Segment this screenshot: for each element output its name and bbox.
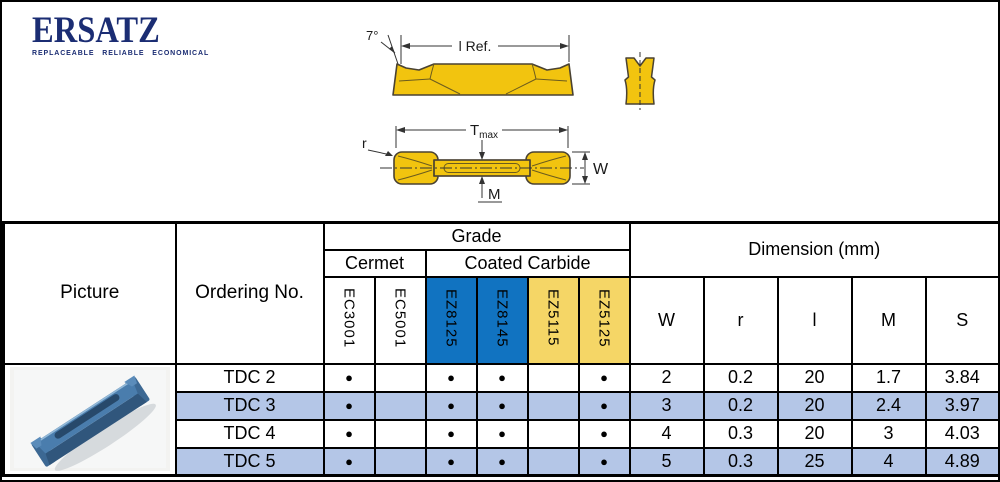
dim-value-s: 4.89 (924, 446, 998, 477)
dim-value-r: 0.2 (702, 362, 779, 393)
drawing-area: ERSATZ REPLACEABLE RELIABLE ECONOMICAL (2, 2, 998, 221)
grade-dot-cell: ● (424, 362, 478, 393)
dim-col-s: S (924, 275, 998, 365)
grade-dot-cell: ● (424, 390, 478, 421)
insert-end-view-diagram (624, 52, 656, 110)
grade-dot-cell (526, 362, 580, 393)
length-label: l Ref. (459, 38, 492, 54)
grade-dot-cell (373, 362, 427, 393)
dim-value-w: 4 (628, 418, 705, 449)
tmax-dimension (395, 126, 569, 148)
dim-col-m: M (850, 275, 927, 365)
ordering-no: TDC 2 (174, 362, 325, 393)
grade-dot-cell: ● (424, 418, 478, 449)
grade-dot-cell: ● (322, 418, 376, 449)
dim-value-w: 2 (628, 362, 705, 393)
tmax-sub-label: max (479, 130, 498, 141)
grade-dot-cell: ● (577, 418, 631, 449)
dim-value-r: 0.3 (702, 446, 779, 477)
dim-value-m: 4 (850, 446, 927, 477)
tmax-label: T (470, 122, 479, 139)
coated-carbide-header: Coated Carbide (424, 248, 631, 278)
grade-dot-cell (526, 446, 580, 477)
dim-col-l: l (776, 275, 853, 365)
dim-value-l: 20 (776, 390, 853, 421)
table-row-tdc3: TDC 3 ● ● ● ● 3 0.2 20 2.4 3.97 (4, 390, 998, 421)
angle-label: 7° (366, 28, 378, 43)
ordering-no: TDC 4 (174, 418, 325, 449)
dim-value-l: 25 (776, 446, 853, 477)
dim-value-s: 3.84 (924, 362, 998, 393)
dimension-header: Dimension (mm) (628, 221, 998, 278)
middle-label: M (488, 186, 501, 203)
ordering-no: TDC 3 (174, 390, 325, 421)
grade-dot-cell: ● (322, 390, 376, 421)
table-row-tdc2: TDC 2 ● ● ● ● 2 0.2 20 1.7 3.84 (2, 362, 998, 477)
grade-dot-cell (526, 390, 580, 421)
insert-top-view-diagram: Tmax r M W (362, 122, 609, 203)
grade-code-ez8145: EZ8145 (475, 275, 529, 365)
length-dimension (403, 35, 570, 62)
width-label: W (593, 161, 609, 178)
grade-dot-cell: ● (475, 446, 529, 477)
grade-dot-cell: ● (424, 446, 478, 477)
table-row-tdc4: TDC 4 ● ● ● ● 4 0.3 20 3 4.03 (4, 418, 998, 449)
picture-header: Picture (2, 221, 177, 365)
product-photo-cell (2, 362, 177, 477)
grade-code-ec3001: EC3001 (322, 275, 376, 365)
ordering-header: Ordering No. (174, 221, 325, 365)
spec-table: Picture Ordering No. Grade Dimension (mm… (2, 221, 998, 477)
grade-dot-cell (373, 418, 427, 449)
dim-value-r: 0.3 (702, 418, 779, 449)
table-row-tdc5: TDC 5 ● ● ● ● 5 0.3 25 4 4.89 (4, 446, 998, 477)
grade-dot-cell: ● (577, 390, 631, 421)
grade-dot-cell: ● (577, 362, 631, 393)
grade-dot-cell: ● (475, 362, 529, 393)
dim-value-s: 3.97 (924, 390, 998, 421)
ordering-no: TDC 5 (174, 446, 325, 477)
svg-text:Tmax: Tmax (470, 122, 498, 141)
brand-logo: ERSATZ REPLACEABLE RELIABLE ECONOMICAL (32, 10, 210, 57)
dim-col-r: r (702, 275, 779, 365)
dim-value-m: 3 (850, 418, 927, 449)
radius-label: r (362, 135, 367, 151)
grade-code-ez5115: EZ5115 (526, 275, 580, 365)
dim-value-l: 20 (776, 418, 853, 449)
grade-header: Grade (322, 221, 631, 251)
dim-col-w: W (628, 275, 705, 365)
grade-dot-cell (373, 446, 427, 477)
cermet-header: Cermet (322, 248, 427, 278)
dim-value-r: 0.2 (702, 390, 779, 421)
grade-dot-cell: ● (577, 446, 631, 477)
dim-value-m: 1.7 (850, 362, 927, 393)
dim-value-l: 20 (776, 362, 853, 393)
dim-value-m: 2.4 (850, 390, 927, 421)
grade-dot-cell: ● (322, 362, 376, 393)
grade-dot-cell: ● (475, 390, 529, 421)
brand-tagline: REPLACEABLE RELIABLE ECONOMICAL (32, 50, 210, 57)
grade-code-ec5001: EC5001 (373, 275, 427, 365)
grade-dot-cell: ● (475, 418, 529, 449)
grade-dot-cell: ● (322, 446, 376, 477)
insert-side-view-diagram: 7° l Ref. (366, 28, 574, 96)
grade-dot-cell (373, 390, 427, 421)
brand-name: ERSATZ (32, 10, 160, 51)
insert-photo (9, 367, 170, 472)
dim-value-w: 3 (628, 390, 705, 421)
dim-value-w: 5 (628, 446, 705, 477)
grade-code-ez5125: EZ5125 (577, 275, 631, 365)
grade-code-ez8125: EZ8125 (424, 275, 478, 365)
dim-value-s: 4.03 (924, 418, 998, 449)
grade-dot-cell (526, 418, 580, 449)
